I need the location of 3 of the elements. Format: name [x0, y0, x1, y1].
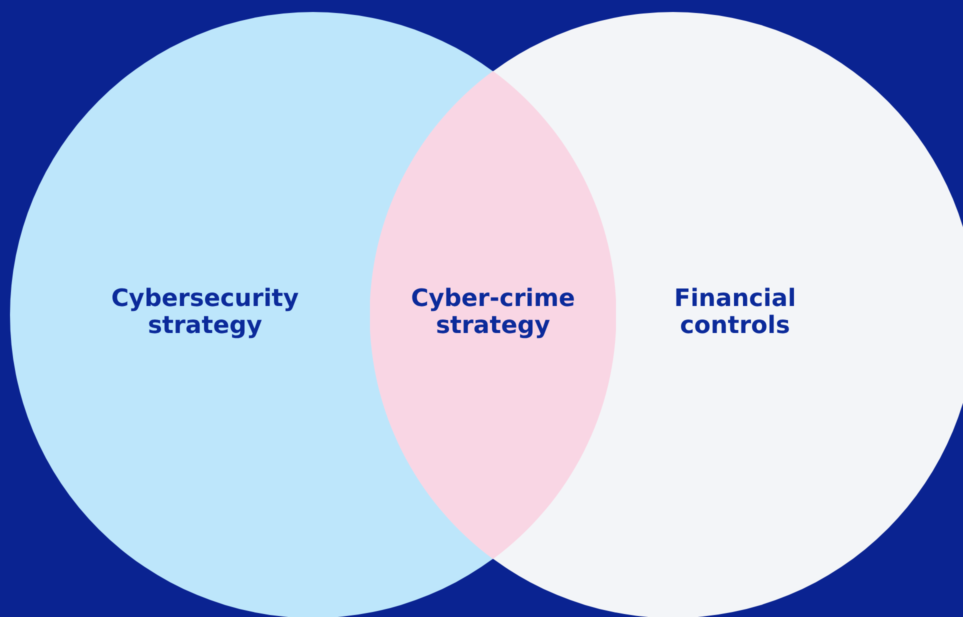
venn-label: Financial controls — [673, 285, 797, 339]
venn-label: Cyber-crime strategy — [410, 285, 576, 339]
venn-label: Cybersecurity strategy — [110, 285, 300, 339]
